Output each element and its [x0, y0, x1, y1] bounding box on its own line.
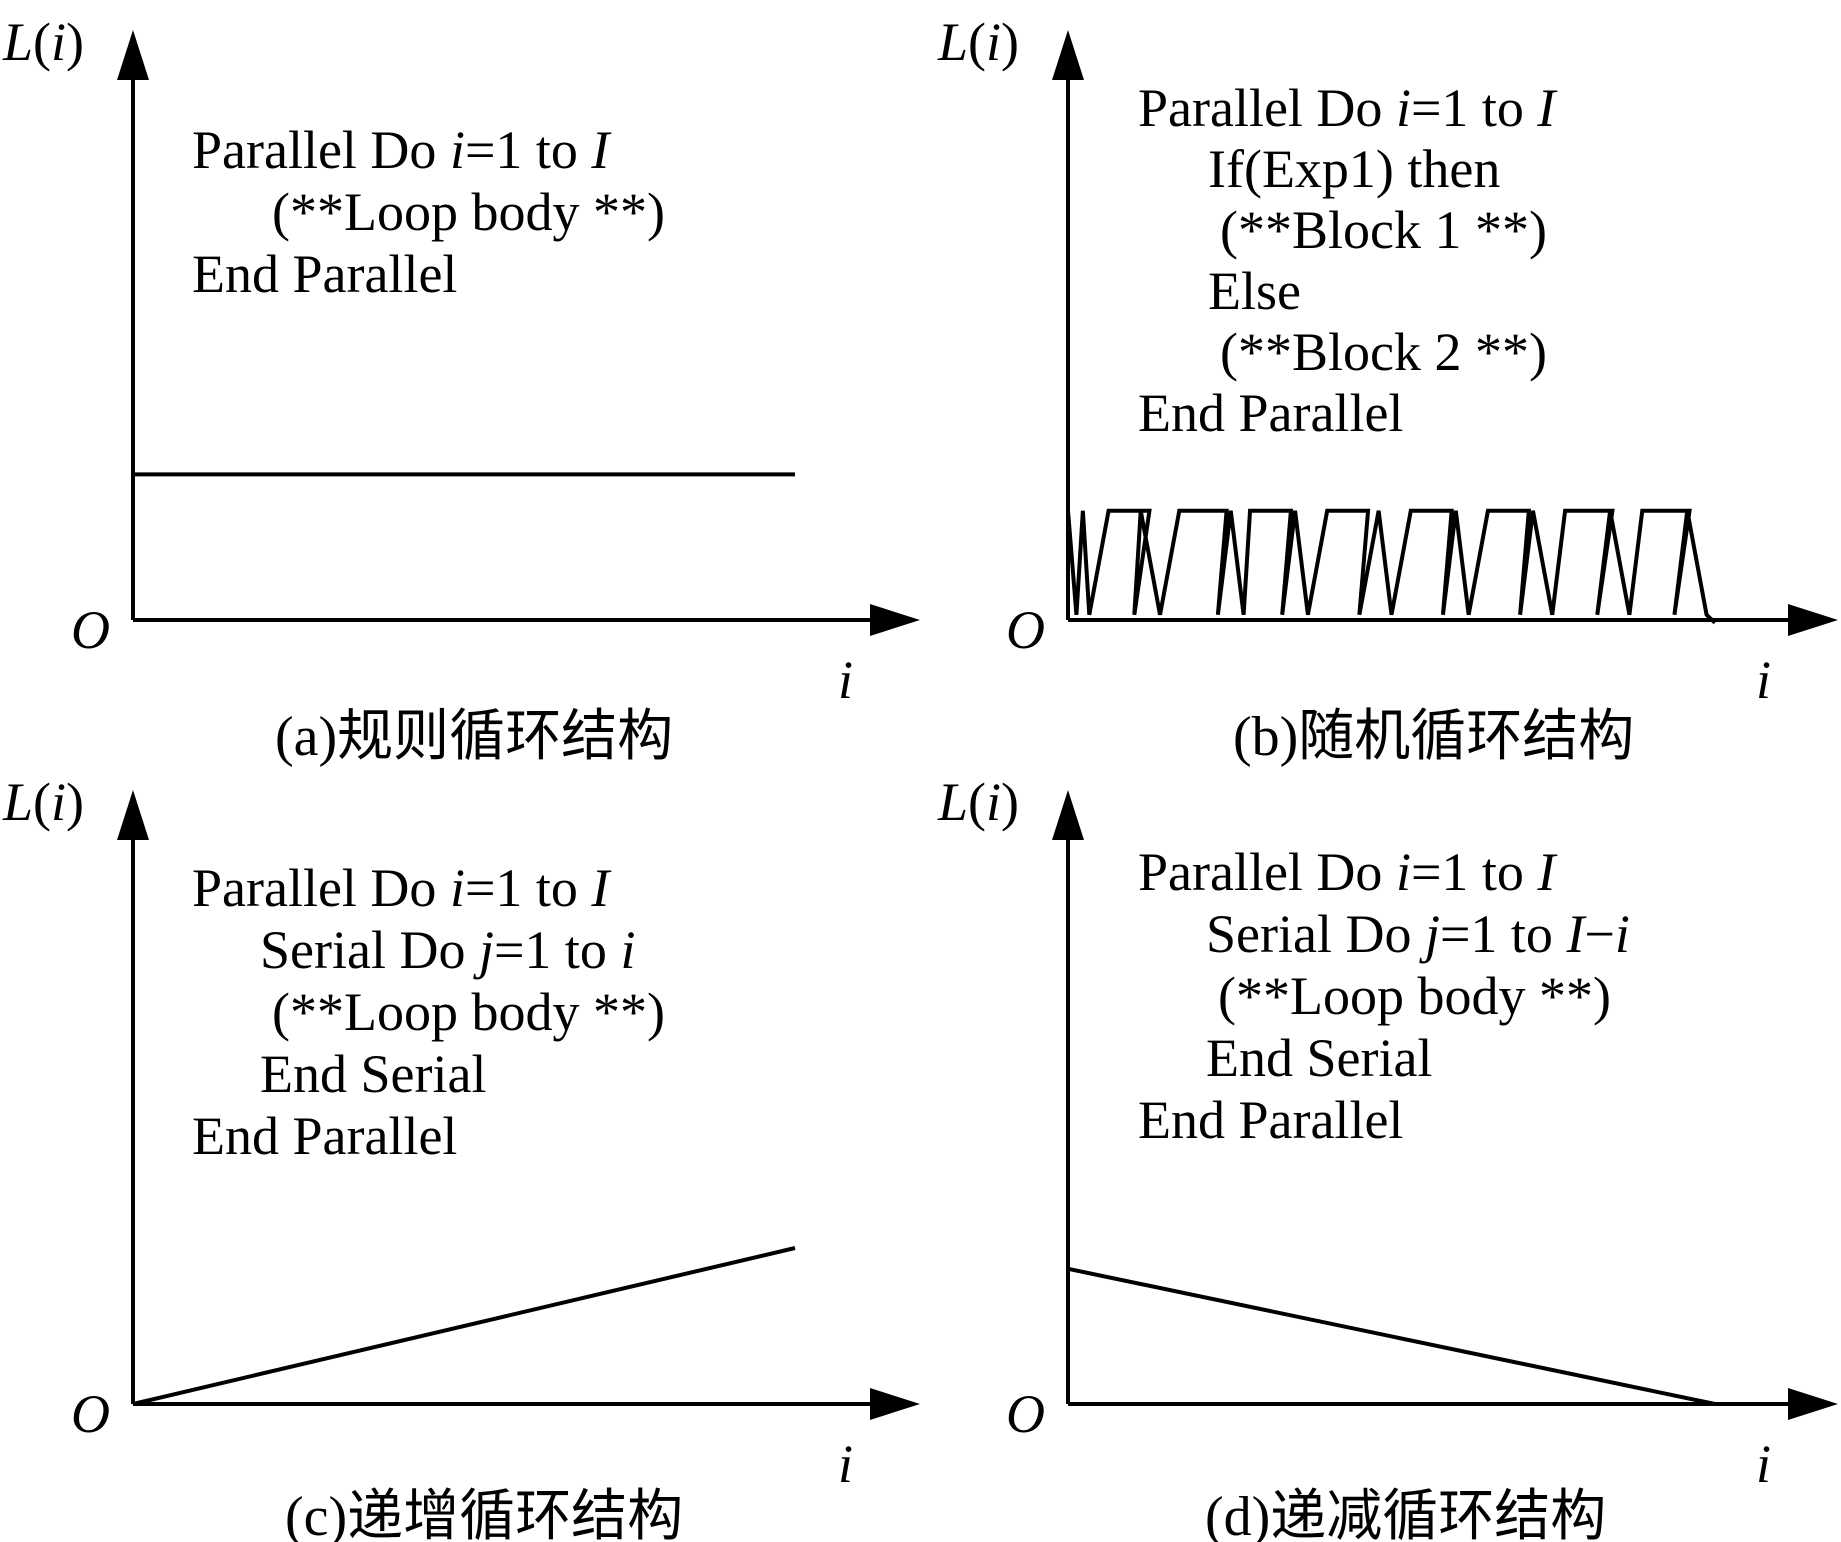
y-axis-label: L(i) — [2, 12, 84, 72]
code-line: Parallel Do i=1 to I — [1138, 842, 1558, 902]
y-axis-arrow — [117, 30, 149, 80]
code-line: (**Loop body **) — [272, 182, 665, 242]
code-line: Parallel Do i=1 to I — [1138, 78, 1558, 138]
panel-caption: (a)规则循环结构 — [275, 706, 673, 768]
origin-label: O — [71, 1384, 110, 1444]
code-line: End Serial — [260, 1044, 486, 1104]
origin-label: O — [1006, 600, 1045, 660]
load-curve — [132, 1246, 796, 1406]
x-axis-label: i — [838, 1434, 853, 1494]
code-line: (**Block 2 **) — [1220, 322, 1547, 382]
code-line: Parallel Do i=1 to I — [192, 120, 612, 180]
code-line: End Parallel — [1138, 1090, 1403, 1150]
panel-caption: (c)递增循环结构 — [285, 1486, 683, 1542]
y-axis-label: L(i) — [937, 772, 1019, 832]
x-axis-arrow — [870, 1388, 920, 1420]
code-line: Serial Do j=1 to I−i — [1206, 904, 1630, 964]
x-axis-arrow — [1788, 604, 1838, 636]
origin-label: O — [1006, 1384, 1045, 1444]
x-axis-label: i — [1756, 1434, 1771, 1494]
y-axis-label: L(i) — [937, 12, 1019, 72]
code-line: End Parallel — [1138, 383, 1403, 443]
code-line: Serial Do j=1 to i — [260, 920, 635, 980]
code-block: Parallel Do i=1 to IIf(Exp1) then(**Bloc… — [1138, 78, 1558, 443]
code-line: End Serial — [1206, 1028, 1432, 1088]
y-axis-arrow — [1052, 790, 1084, 840]
x-axis-label: i — [838, 650, 853, 710]
panel-caption: (d)递减循环结构 — [1205, 1486, 1606, 1542]
code-line: (**Loop body **) — [272, 982, 665, 1042]
code-line: (**Block 1 **) — [1220, 200, 1547, 260]
y-axis-arrow — [117, 790, 149, 840]
panel-caption: (b)随机循环结构 — [1233, 706, 1634, 768]
code-line: End Parallel — [192, 1106, 457, 1166]
load-curve — [1066, 508, 1717, 625]
y-axis-label: L(i) — [2, 772, 84, 832]
panel-a: L(i) Oi Parallel Do i=1 to I(**Loop body *… — [2, 12, 920, 768]
load-curve — [1067, 1266, 1716, 1406]
code-line: (**Loop body **) — [1218, 966, 1611, 1026]
x-axis-arrow — [870, 604, 920, 636]
y-axis-arrow — [1052, 30, 1084, 80]
x-axis-label: i — [1756, 650, 1771, 710]
code-line: If(Exp1) then — [1208, 139, 1500, 199]
code-line: End Parallel — [192, 244, 457, 304]
code-line: Else — [1208, 261, 1301, 321]
code-line: Parallel Do i=1 to I — [192, 858, 612, 918]
origin-label: O — [71, 600, 110, 660]
x-axis-arrow — [1788, 1388, 1838, 1420]
code-block: Parallel Do i=1 to I(**Loop body **)End … — [192, 120, 665, 304]
